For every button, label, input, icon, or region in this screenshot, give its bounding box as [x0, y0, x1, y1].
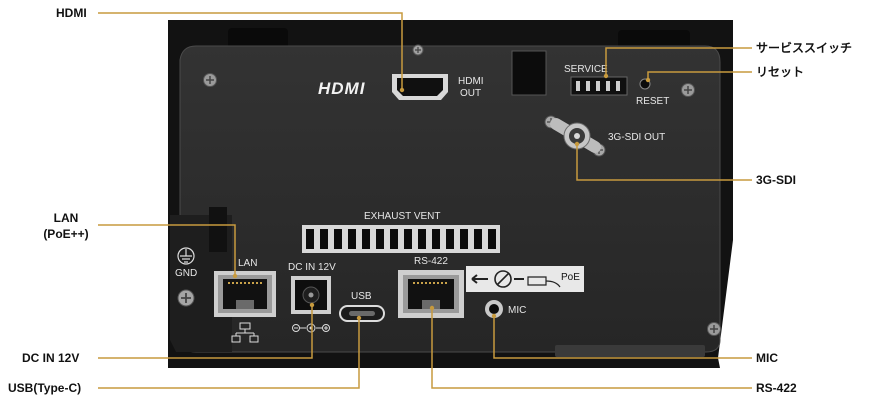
exhaust-vent [302, 225, 500, 253]
callout-dc-in: DC IN 12V [22, 351, 80, 365]
screw-icon [681, 83, 695, 97]
lan-panel-label: LAN [238, 258, 257, 269]
poe-label: PoE [561, 272, 580, 283]
ground-icon [177, 247, 195, 265]
mic-panel-label: MIC [508, 305, 526, 316]
usb-panel-label: USB [351, 291, 372, 302]
callout-usb: USB(Type-C) [8, 381, 82, 395]
hdmi-out-label: OUT [460, 88, 481, 99]
service-dip-switch [570, 76, 628, 96]
sdi-connector [544, 115, 606, 157]
leader-line-dc-in [98, 305, 313, 359]
callout-reset: リセット [756, 65, 805, 79]
rs422-panel-label: RS-422 [414, 256, 448, 267]
leader-line-rs422 [431, 308, 752, 389]
usb-c-port [339, 305, 385, 322]
leader-lines [98, 12, 752, 389]
dc-in-panel-label: DC IN 12V [288, 262, 336, 273]
screw-icon [707, 322, 721, 336]
bottom-bar [555, 345, 705, 357]
cover-block [511, 50, 547, 96]
network-icon [231, 322, 259, 343]
hdmi-out-label: HDMI [458, 76, 484, 87]
callout-lan-line2: (PoE++) [43, 227, 89, 241]
lan-port [214, 271, 276, 317]
reset-label: RESET [636, 96, 669, 107]
screw-icon [177, 289, 195, 307]
screw-icon [203, 73, 217, 87]
leader-line-usb [98, 318, 360, 389]
leader-line-hdmi [98, 12, 403, 90]
hdmi-logo: HDMI [318, 79, 366, 98]
mic-jack [485, 300, 503, 318]
poe-warning-label [466, 266, 584, 292]
hdmi-port [392, 44, 448, 100]
leader-line-sdi [576, 144, 752, 181]
rs422-port [398, 270, 464, 318]
leader-line-reset [647, 71, 752, 80]
dc-in-jack [291, 276, 331, 314]
callout-rs422: RS-422 [756, 381, 797, 395]
callout-hdmi: HDMI [56, 6, 87, 20]
sdi-out-label: 3G-SDI OUT [608, 132, 665, 143]
callout-mic: MIC [756, 351, 778, 365]
leader-line-mic [493, 316, 752, 359]
leader-line-lan [98, 224, 236, 276]
leader-endpoints [232, 73, 651, 321]
callout-service-switch: サービススイッチ [756, 41, 853, 55]
callout-sdi: 3G-SDI [756, 173, 797, 187]
gnd-label: GND [175, 268, 197, 279]
callout-lan-line1: LAN [53, 211, 79, 225]
callout-lan: LAN (PoE++) [38, 210, 94, 242]
service-label: SERVICE [564, 64, 608, 75]
leader-line-service [605, 47, 752, 76]
exhaust-vent-label: EXHAUST VENT [364, 211, 441, 222]
bracket-slot [209, 207, 227, 252]
